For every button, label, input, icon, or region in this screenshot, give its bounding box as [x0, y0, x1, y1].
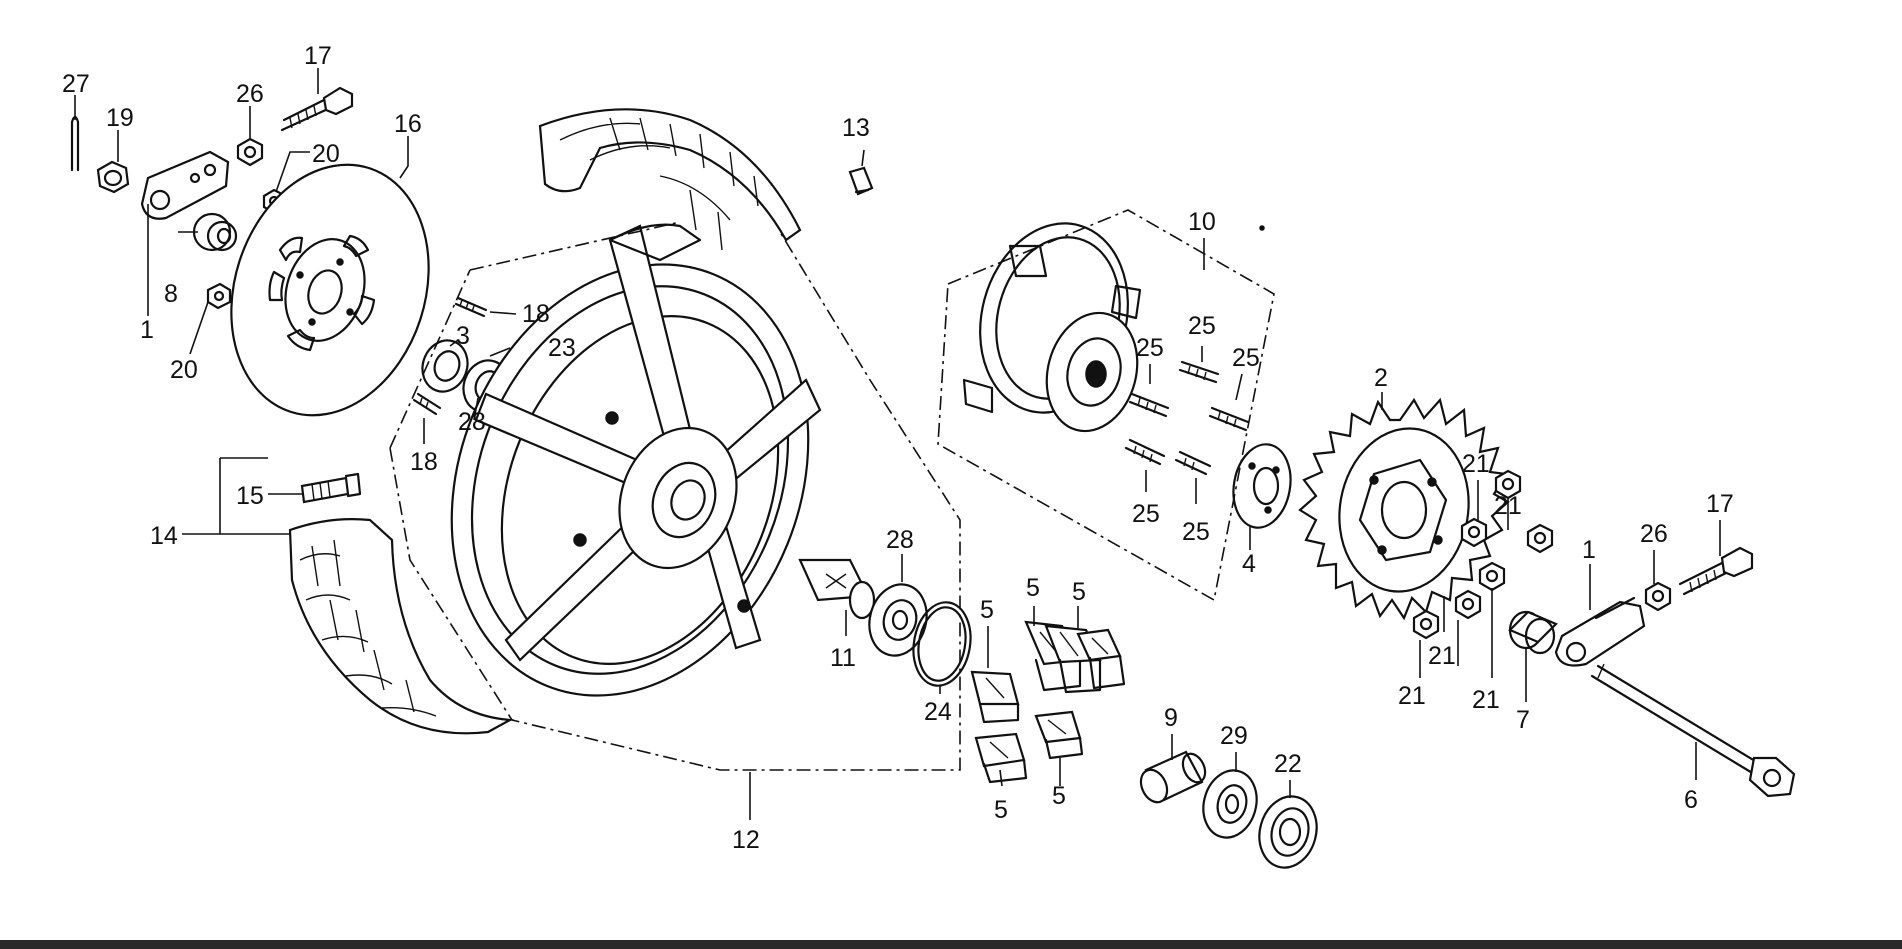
cotter-pin-27 [70, 115, 80, 172]
nut-21-d [1478, 561, 1506, 592]
collar-7 [1508, 610, 1558, 655]
label-23: 23 [548, 334, 576, 362]
damper-5-d [970, 670, 1020, 724]
nut-21-e [1454, 589, 1482, 620]
label-12: 12 [732, 826, 760, 854]
label-25-e: 25 [1182, 518, 1210, 546]
label-1-left: 1 [140, 316, 154, 344]
stud-18-upper [454, 296, 488, 318]
label-5-b: 5 [1026, 574, 1040, 602]
nut-26-left [236, 137, 264, 167]
damper-5-e [974, 732, 1028, 784]
part-number-labels: 27 19 26 17 20 16 8 1 20 18 3 23 18 28 1… [62, 42, 1734, 854]
label-3: 3 [456, 322, 470, 350]
tire-14-lower-section [288, 518, 514, 735]
bolt-17-left [280, 86, 354, 132]
label-21-a: 21 [1462, 450, 1490, 478]
damper-5-f [1034, 710, 1084, 760]
reference-dot [1259, 225, 1265, 231]
label-11: 11 [830, 644, 856, 672]
label-5-c: 5 [1072, 578, 1086, 606]
label-16: 16 [394, 110, 422, 138]
label-9: 9 [1164, 704, 1178, 732]
label-10: 10 [1188, 208, 1216, 236]
collar-8 [192, 212, 238, 252]
label-20-upper: 20 [312, 140, 340, 168]
wheel-assembly-outline [389, 221, 961, 771]
label-20-lower: 20 [170, 356, 198, 384]
leader-lines [74, 68, 1721, 820]
label-13: 13 [842, 114, 870, 142]
wheel-12 [450, 223, 822, 697]
axle-spacer-11 [798, 558, 876, 620]
label-5-d: 5 [994, 796, 1008, 824]
bearing-28-right [868, 583, 928, 657]
label-21-d: 21 [1398, 682, 1426, 710]
label-18-upper: 18 [522, 300, 550, 328]
axle-6 [1590, 663, 1796, 798]
chain-adjuster-1-left [140, 150, 230, 220]
stud-25-e [1174, 450, 1212, 476]
sprocket-2 [1298, 397, 1510, 621]
bolt-17-right [1678, 546, 1754, 596]
brake-disc-16 [230, 163, 430, 417]
label-17-left: 17 [304, 42, 332, 70]
stud-25-d [1124, 438, 1166, 466]
nut-21-c [1526, 523, 1554, 554]
label-26-right: 26 [1640, 520, 1668, 548]
damper-5-c [1076, 628, 1126, 690]
stud-25-a [1128, 392, 1170, 418]
label-22: 22 [1274, 750, 1302, 778]
label-25-c: 25 [1232, 344, 1260, 372]
bearing-29 [1202, 769, 1258, 839]
label-29: 29 [1220, 722, 1248, 750]
flange-plate-4 [1232, 443, 1292, 529]
label-17-right: 17 [1706, 490, 1734, 518]
valve-cap-13 [848, 166, 874, 196]
label-25-a: 25 [1136, 334, 1164, 362]
nut-20-lower [206, 282, 232, 310]
nut-21-a [1460, 517, 1488, 548]
label-21-e: 21 [1472, 686, 1500, 714]
label-28-right: 28 [886, 526, 914, 554]
nut-21-b [1494, 469, 1522, 500]
label-28-left: 28 [458, 408, 486, 436]
chain-adjuster-1-right [1554, 596, 1646, 667]
label-4: 4 [1242, 550, 1256, 578]
label-27: 27 [62, 70, 90, 98]
oil-seal-22 [1258, 795, 1318, 869]
label-8: 8 [164, 280, 178, 308]
dust-seal-3 [421, 339, 469, 393]
label-19: 19 [106, 104, 134, 132]
label-24: 24 [924, 698, 952, 726]
label-21-c: 21 [1428, 642, 1456, 670]
castle-nut-19 [96, 160, 130, 194]
nut-21-f [1412, 609, 1440, 640]
label-5-a: 5 [980, 596, 994, 624]
label-15: 15 [236, 482, 264, 510]
label-21-b: 21 [1494, 492, 1522, 520]
stud-25-b [1178, 360, 1220, 384]
driven-flange-assembly-10 [962, 222, 1142, 433]
label-18-lower: 18 [410, 448, 438, 476]
label-2: 2 [1374, 364, 1388, 392]
label-25-b: 25 [1188, 312, 1216, 340]
tire-upper-section [538, 108, 802, 251]
flange-assembly-outline [937, 209, 1275, 602]
label-14: 14 [150, 522, 178, 550]
label-5-e: 5 [1052, 782, 1066, 810]
bottom-border [0, 940, 1902, 949]
nut-26-right [1644, 581, 1672, 612]
label-26-left: 26 [236, 80, 264, 108]
stud-25-c [1208, 406, 1250, 432]
label-6: 6 [1684, 786, 1698, 814]
valve-stem-15 [300, 472, 362, 504]
label-7: 7 [1516, 706, 1530, 734]
stud-18-lower [412, 392, 442, 416]
label-25-d: 25 [1132, 500, 1160, 528]
label-1-right: 1 [1582, 536, 1596, 564]
o-ring-24 [912, 601, 972, 687]
